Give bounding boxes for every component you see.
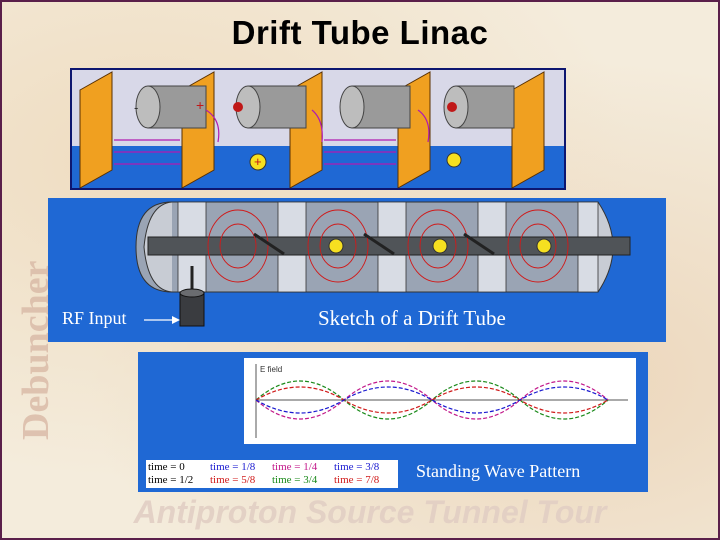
proton-particle: [329, 239, 343, 253]
legend-entry: time = 7/8: [334, 474, 396, 487]
legend-entry: time = 0: [148, 461, 210, 474]
wave-caption: Standing Wave Pattern: [416, 461, 580, 482]
proton-particle: [447, 153, 461, 167]
legend-entry: time = 1/4: [272, 461, 334, 474]
plus-sign: +: [196, 97, 204, 113]
minus-sign: -: [134, 100, 138, 115]
legend-entry: time = 1/8: [210, 461, 272, 474]
rf-input-label: RF Input: [62, 308, 127, 329]
drift-tube-charge-diagram: + - +: [70, 68, 566, 190]
legend-entry: time = 5/8: [210, 474, 272, 487]
proton-particle: [433, 239, 447, 253]
wave-time-legend: time = 0 time = 1/8 time = 1/4 time = 3/…: [146, 460, 398, 488]
legend-entry: time = 3/4: [272, 474, 334, 487]
wave-axis-label: E field: [260, 365, 282, 374]
legend-entry: time = 3/8: [334, 461, 396, 474]
slide-title: Drift Tube Linac: [0, 14, 720, 52]
sketch-caption: Sketch of a Drift Tube: [318, 306, 506, 331]
legend-entry: time = 1/2: [148, 474, 210, 487]
proton-particle: [537, 239, 551, 253]
charge-plus-sign: +: [254, 154, 262, 169]
bottom-watermark: Antiproton Source Tunnel Tour: [60, 494, 680, 531]
